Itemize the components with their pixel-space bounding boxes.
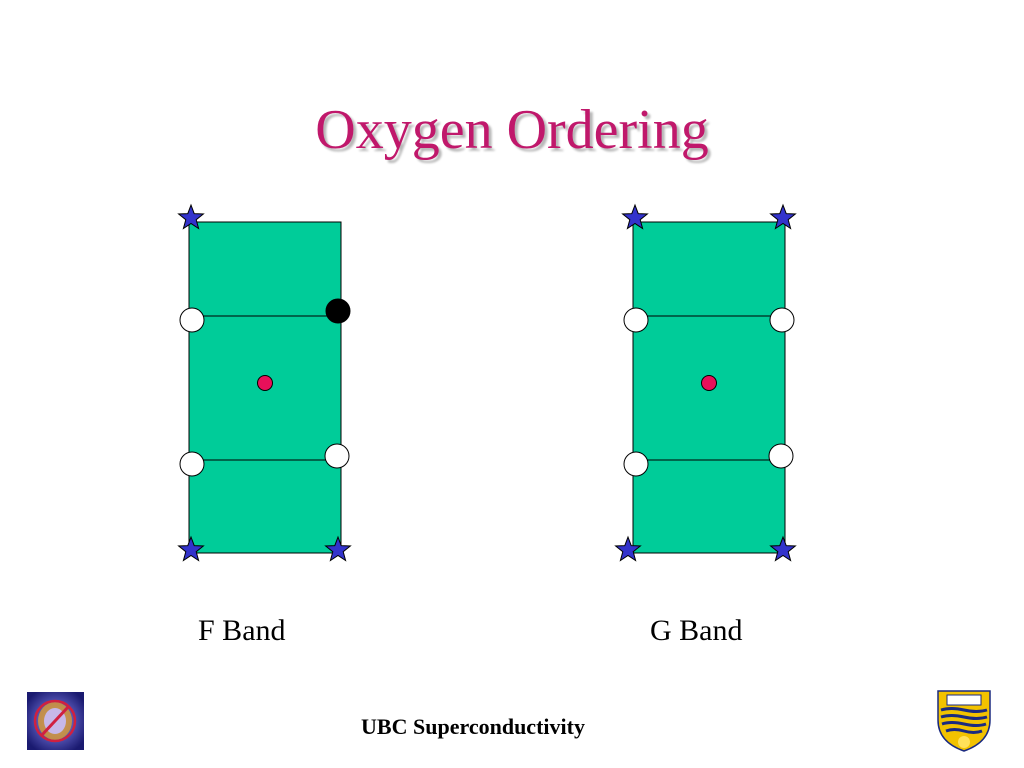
ubc-crest-logo [937,690,991,752]
slide-title: Oxygen Ordering [315,99,709,161]
g-band-empty-site-right-lower [768,443,794,469]
g-band-star-bottom-left [614,535,642,562]
g-band-star-bottom-right [769,535,797,562]
g-band-empty-site-right-upper [769,307,795,333]
g-band-empty-site-left-lower [623,451,649,477]
f-band-empty-site-right-lower [324,443,350,469]
f-band-center-atom [257,375,273,391]
f-band-star-bottom-right [324,535,352,562]
footer-text: UBC Superconductivity [361,714,585,739]
f-band-empty-site-left-lower [179,451,205,477]
g-band-center-atom [701,375,717,391]
g-band-empty-site-left-upper [623,307,649,333]
f-band-filled-site-right-upper [325,298,351,324]
g-band-label: G Band [650,614,743,647]
g-band-star-top-left [621,203,649,230]
f-band-star-bottom-left [177,535,205,562]
f-band-label: F Band [198,614,286,647]
g-band-star-top-right [769,203,797,230]
superconductivity-logo [27,692,84,750]
f-band-star-top-left [177,203,205,230]
f-band-empty-site-left-upper [179,307,205,333]
